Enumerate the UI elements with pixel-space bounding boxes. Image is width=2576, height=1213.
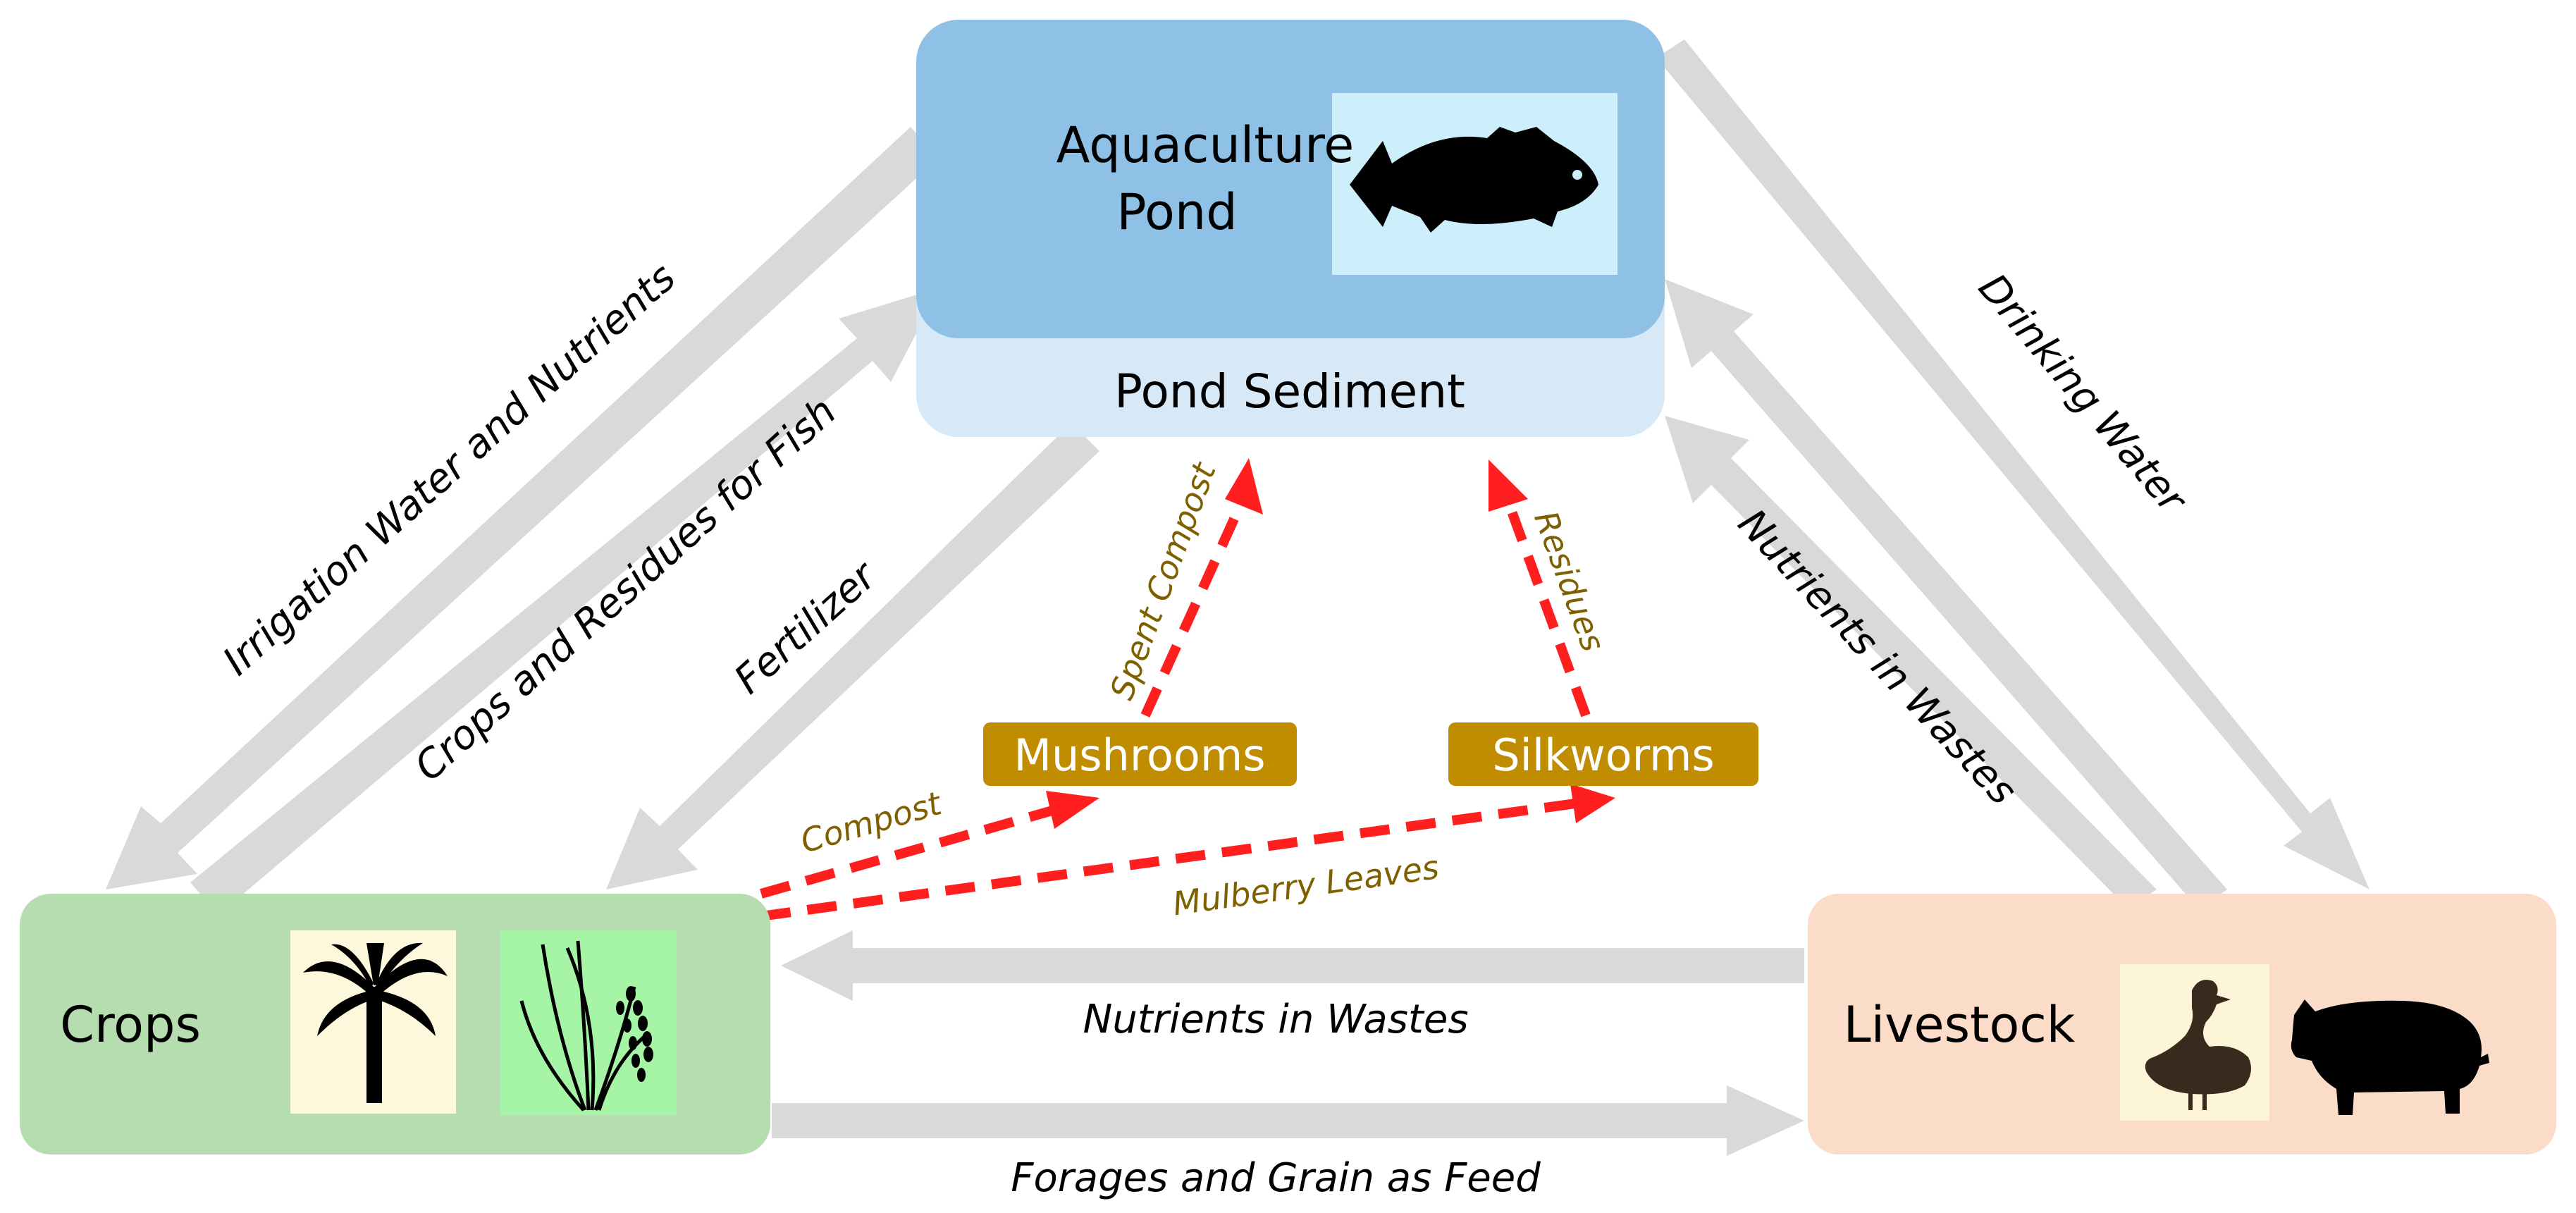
arrow-fertilizer — [606, 423, 1099, 889]
sediment-label: Pond Sediment — [1114, 364, 1465, 419]
pond-title-line2: Pond — [1116, 183, 1237, 241]
label-mulberry: Mulberry Leaves — [1171, 848, 1441, 923]
silkworms-label: Silkworms — [1492, 729, 1714, 781]
livestock-label: Livestock — [1844, 996, 2076, 1054]
red-arrowheads — [1046, 458, 1615, 829]
crops-node: Crops — [20, 894, 770, 1154]
pond-title-line1: Aquaculture — [1056, 116, 1355, 174]
arrow-irrigation — [106, 127, 939, 889]
silkworms-box — [1448, 722, 1758, 786]
arrow-spent-compost — [1140, 500, 1247, 718]
silkworms-node: Silkworms — [1448, 722, 1758, 786]
arrow-compost — [760, 804, 1059, 899]
pig-icon — [2291, 999, 2489, 1115]
label-fertilizer: Fertilizer — [726, 552, 887, 703]
arrowhead-mulberry — [1570, 784, 1615, 823]
label-nutrients-wastes-bottom: Nutrients in Wastes — [1083, 997, 1468, 1042]
red-dashed-arrows — [760, 500, 1591, 921]
mushrooms-label: Mushrooms — [1013, 729, 1265, 781]
livestock-node: Livestock — [1808, 894, 2556, 1154]
arrow-crops-residues — [190, 288, 940, 915]
arrow-residues — [1503, 500, 1591, 718]
banana-tree-icon — [303, 942, 448, 1103]
pond-node: Aquaculture Pond Pond Sediment — [916, 20, 1665, 437]
arrow-drinking-water — [1656, 39, 2369, 889]
arrowhead-spent-compost — [1225, 458, 1263, 515]
fish-icon — [1350, 127, 1598, 233]
arrow-nutrients-wastes-crops — [781, 930, 1804, 1001]
crops-label: Crops — [60, 996, 201, 1054]
arrow-forages — [772, 1085, 1804, 1156]
arrowhead-residues — [1489, 460, 1528, 512]
gray-flow-arrows — [106, 39, 2369, 1156]
label-forages: Forages and Grain as Feed — [1011, 1155, 1541, 1201]
rice-grains — [616, 986, 653, 1082]
arrowhead-compost — [1046, 791, 1099, 829]
arrow-nutrients-wastes-sediment — [1665, 416, 2157, 909]
mushrooms-box — [983, 722, 1297, 786]
arrow-nutrients-wastes-pond — [1665, 279, 2227, 909]
duck-icon — [2145, 980, 2251, 1110]
mushrooms-node: Mushrooms — [983, 722, 1297, 786]
label-drinking-water: Drinking Water — [1969, 265, 2196, 523]
